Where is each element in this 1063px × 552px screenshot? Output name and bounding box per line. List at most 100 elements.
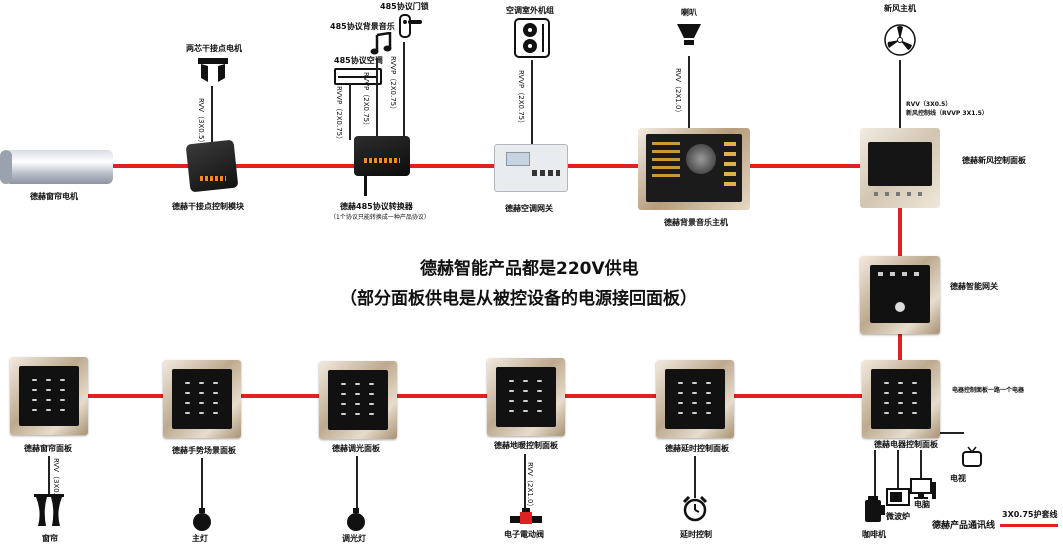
rs485-converter-image: [354, 136, 410, 176]
panel-button-indicator: [523, 400, 528, 402]
panel-button-indicator: [692, 382, 697, 384]
tv-label: 电视: [950, 474, 966, 483]
panel-button-indicator: [32, 389, 37, 391]
panel-button-indicator: [884, 382, 889, 384]
ac-gateway-buttons: [532, 170, 560, 176]
conv-music-wire-label: RVVP（2X0.75）: [362, 72, 370, 130]
panel-button-indicator: [692, 392, 697, 394]
panel-button-indicator: [369, 413, 374, 415]
panel-button-indicator: [213, 412, 218, 414]
curtain-motor-end-icon: [0, 150, 12, 184]
scene-panel-image: [163, 360, 241, 438]
speaker-icon: [677, 24, 701, 45]
panel-button-indicator: [509, 380, 514, 382]
panel-button-indicator: [678, 402, 683, 404]
ac-gateway-wire: [531, 60, 533, 144]
panel-button-indicator: [185, 412, 190, 414]
panel-button-indicator: [199, 382, 204, 384]
door-lock-icon: [399, 14, 422, 38]
panel-button-indicator: [185, 392, 190, 394]
panel-button-indicator: [537, 380, 542, 382]
timer-load-label: 延时控制: [680, 530, 712, 539]
panel-button-indicator: [60, 409, 65, 411]
legend-bus-label: 德赫产品通讯线: [932, 521, 996, 531]
panel-button-indicator: [60, 399, 65, 401]
panel-button-indicator: [898, 402, 903, 404]
ac-gateway-image: [494, 144, 568, 192]
panel-button-indicator: [32, 379, 37, 381]
microwave-label: 微波炉: [886, 512, 910, 521]
panel-button-indicator: [884, 412, 889, 414]
curtain-icon: [34, 494, 64, 526]
curtain-panel-image: [10, 357, 88, 435]
rs485-converter-note: （1个协议只能转换成一种产品协议）: [330, 214, 430, 221]
panel-button-indicator: [509, 400, 514, 402]
timer-panel-label: 德赫延时控制面板: [665, 444, 729, 453]
panel-button-indicator: [355, 403, 360, 405]
appliance-panel-image: [862, 360, 940, 438]
panel-button-indicator: [898, 412, 903, 414]
speaker-wire: [688, 56, 690, 128]
panel-button-indicator: [341, 383, 346, 385]
ac-gateway-label: 德赫空调网关: [505, 204, 553, 213]
speaker-label: 喇叭: [681, 8, 697, 17]
panel-button-indicator: [706, 392, 711, 394]
computer-label: 电脑: [914, 500, 930, 509]
relay-wire: [211, 86, 213, 142]
main-light-wire: [201, 458, 203, 510]
panel-button-indicator: [46, 409, 51, 411]
kettle-label: 咖啡机: [862, 530, 886, 539]
valve-wire: [524, 454, 526, 510]
power-note-line2: （部分面板供电是从被控设备的电源接回面板）: [340, 289, 697, 309]
conv-ac-wire: [349, 84, 351, 140]
tv-wire: [940, 432, 964, 434]
rs485-music-label: 485协议背景音乐: [330, 22, 395, 31]
panel-button-indicator: [213, 382, 218, 384]
conv-lock-wire-label: RVVP（2X0.75）: [389, 56, 397, 114]
legend-cable-label: 3X0.75护套线: [1002, 510, 1058, 519]
panel-button-indicator: [355, 413, 360, 415]
microwave-icon: [886, 488, 910, 506]
panel-button-indicator: [341, 393, 346, 395]
music-host-label: 德赫背景音乐主机: [664, 218, 728, 227]
fresh-air-note: 新风控制线（RVVP 3X1.5）: [906, 110, 988, 117]
kettle-wire: [874, 450, 876, 496]
music-host-album-art: [686, 144, 716, 174]
floor-heat-panel-image: [487, 358, 565, 436]
fresh-air-panel-label: 德赫新风控制面板: [962, 156, 1026, 165]
panel-button-indicator: [46, 379, 51, 381]
fresh-air-wire: [899, 60, 901, 128]
panel-button-indicator: [523, 390, 528, 392]
music-note-icon: [370, 32, 392, 55]
panel-button-indicator: [912, 382, 917, 384]
conv-lock-wire: [403, 42, 405, 140]
panel-button-indicator: [537, 410, 542, 412]
panel-button-indicator: [509, 410, 514, 412]
floor-heat-panel-label: 德赫地暖控制面板: [494, 441, 558, 450]
panel-button-indicator: [912, 402, 917, 404]
panel-button-indicator: [898, 392, 903, 394]
panel-button-indicator: [185, 382, 190, 384]
panel-button-indicator: [706, 412, 711, 414]
dimmer-panel-image: [319, 361, 397, 439]
two-way-motor-label: 两芯干接点电机: [186, 44, 242, 53]
panel-button-indicator: [32, 409, 37, 411]
curtain-load-wire: [48, 456, 50, 494]
panel-button-indicator: [46, 389, 51, 391]
panel-button-indicator: [199, 402, 204, 404]
relay-wire-label: RVV（3X0.5）: [197, 98, 205, 147]
timer-wire: [694, 456, 696, 498]
light-bulb-icon: [193, 508, 211, 531]
panel-button-indicator: [32, 399, 37, 401]
ac-indoor-unit-vent: [338, 76, 376, 78]
main-light-label: 主灯: [192, 534, 208, 543]
tv-icon: [962, 446, 982, 467]
appliance-note: 电器控制面板一路一个电器: [952, 387, 1025, 394]
panel-button-indicator: [678, 392, 683, 394]
microwave-wire: [897, 450, 899, 488]
scene-panel-label: 德赫手势场景面板: [172, 446, 236, 455]
panel-button-indicator: [537, 400, 542, 402]
ac-gateway-wire-label: RVVP（2X0.75）: [517, 70, 525, 128]
valve-icon: [510, 508, 542, 524]
rs485-lock-label: 485协议门锁: [380, 2, 429, 11]
